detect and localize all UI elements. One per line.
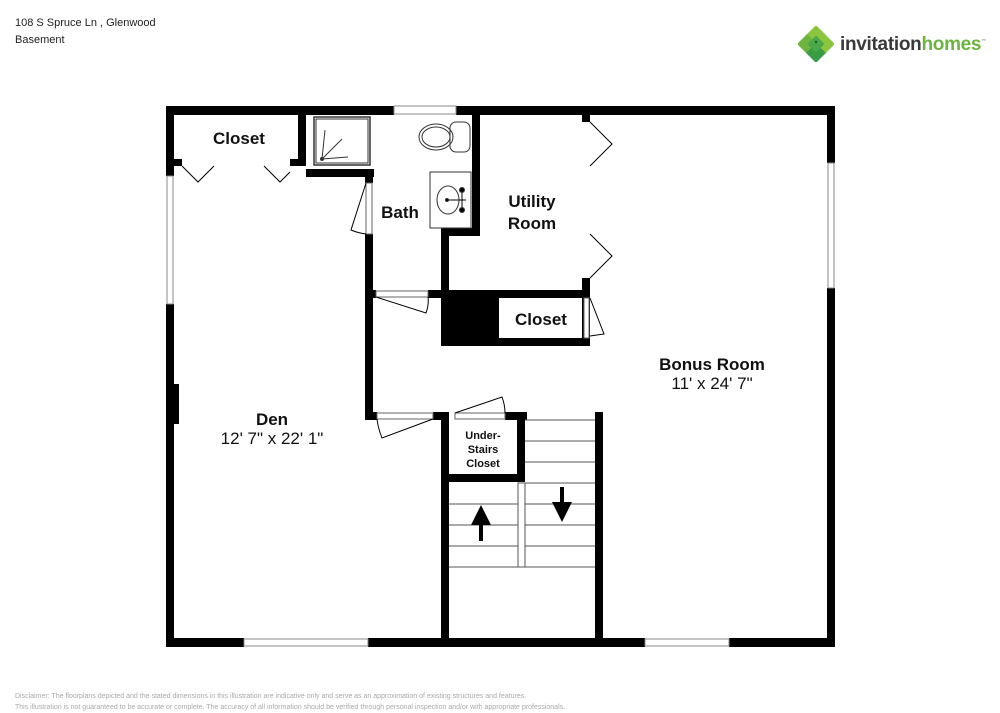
- room-den-dims: 12' 7" x 22' 1": [221, 429, 324, 448]
- brand-word-invitation: invitation: [840, 33, 922, 55]
- disclaimer: Disclaimer: The floorplans depicted and …: [15, 691, 565, 713]
- room-den: Den: [256, 410, 288, 429]
- interior-walls: [174, 106, 603, 647]
- arrow-up-icon: [471, 505, 491, 541]
- windows: [166, 105, 835, 647]
- brand-word-homes: homes: [921, 33, 982, 55]
- property-header: 108 S Spruce Ln , Glenwood Basement: [15, 15, 156, 49]
- room-bonus-dims: 11' x 24' 7": [671, 374, 752, 393]
- room-utility-line2: Room: [508, 214, 556, 233]
- exterior-walls: [166, 106, 835, 647]
- room-utility-line1: Utility: [508, 192, 556, 211]
- clover-logo-icon: [798, 26, 834, 62]
- bath-fixtures: [313, 116, 472, 229]
- disclaimer-line2: This illustration is not guaranteed to b…: [15, 704, 566, 711]
- room-under-stairs-line3: Closet: [466, 458, 500, 470]
- floor-name: Basement: [15, 34, 65, 46]
- property-address: 108 S Spruce Ln , Glenwood: [15, 17, 156, 29]
- disclaimer-line1: Disclaimer: The floorplans depicted and …: [15, 693, 527, 700]
- room-under-stairs-line2: Stairs: [468, 444, 499, 456]
- room-bath: Bath: [381, 203, 419, 222]
- room-under-stairs-line1: Under-: [465, 430, 501, 442]
- doors: [181, 121, 613, 439]
- room-closet-mid: Closet: [515, 310, 567, 329]
- room-closet-top-left: Closet: [213, 129, 265, 148]
- brand-name: invitationhomes™: [840, 33, 986, 55]
- room-bonus: Bonus Room: [659, 355, 765, 374]
- brand-logo: invitationhomes™: [798, 26, 986, 62]
- room-labels: Closet Bath Utility Room Closet Den 12' …: [213, 129, 765, 470]
- arrow-down-icon: [552, 487, 572, 522]
